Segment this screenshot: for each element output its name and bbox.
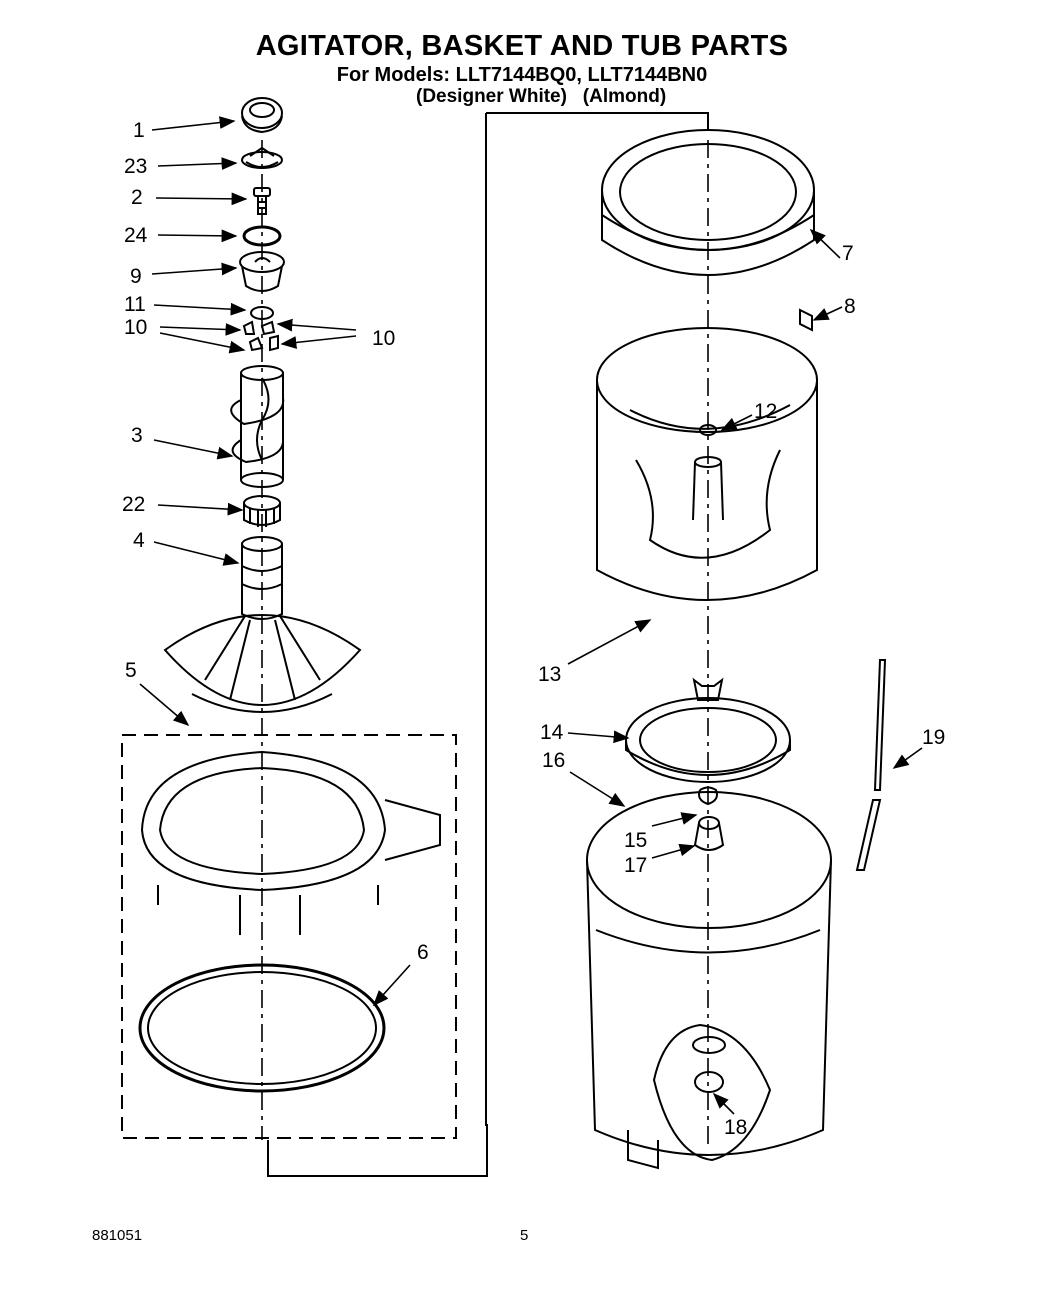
dog-icon	[242, 320, 279, 352]
kit-box	[121, 734, 457, 1139]
bolt-icon	[253, 187, 271, 215]
cam-icon	[239, 251, 285, 292]
callout-14: 14	[540, 721, 564, 744]
callout-8: 8	[844, 295, 856, 318]
spin-basket-icon	[596, 327, 818, 601]
tub-seal-icon	[138, 963, 386, 1093]
callout-22: 22	[122, 493, 146, 516]
leader-arrows	[139, 116, 923, 1115]
callout-11: 11	[124, 293, 146, 316]
callout-13: 13	[538, 663, 562, 686]
callout-7: 7	[842, 242, 854, 265]
callout-10-right: 10	[372, 327, 396, 350]
callout-6: 6	[417, 941, 429, 964]
callout-16: 16	[542, 749, 566, 772]
drain-hose-icon	[855, 659, 887, 871]
agitator-auger-icon	[230, 365, 285, 488]
callout-18: 18	[724, 1116, 748, 1139]
hub-nut-icon	[692, 677, 724, 701]
agitator-base-icon	[163, 536, 362, 713]
cap-retainer-icon	[241, 146, 283, 169]
callout-5: 5	[125, 659, 137, 682]
colors-line: (Designer White) (Almond)	[416, 86, 667, 107]
balance-ring-icon	[601, 129, 815, 276]
diagram-code: 881051	[92, 1227, 143, 1244]
callout-12: 12	[754, 400, 778, 423]
connector-lines	[267, 112, 709, 1177]
washer-ring-icon	[250, 306, 274, 320]
callout-17: 17	[624, 854, 648, 877]
bearing-icon	[693, 816, 725, 851]
callout-23: 23	[124, 155, 148, 178]
callout-19: 19	[922, 726, 946, 749]
callout-9: 9	[130, 265, 142, 288]
seal-ring-icon	[242, 225, 282, 247]
callout-10-left: 10	[124, 316, 148, 339]
tub-ring-icon	[140, 750, 441, 935]
callout-1: 1	[133, 119, 145, 142]
callout-15: 15	[624, 829, 648, 852]
page-number: 5	[520, 1227, 529, 1244]
drive-tube-icon	[625, 697, 791, 783]
callout-3: 3	[131, 424, 143, 447]
callout-2: 2	[131, 186, 143, 209]
agitator-cap-icon	[241, 97, 283, 134]
clip-icon	[799, 308, 813, 332]
models-line: For Models: LLT7144BQ0, LLT7144BN0	[336, 64, 708, 86]
diagram-title: AGITATOR, BASKET AND TUB PARTS	[255, 30, 789, 62]
drive-bell-icon	[243, 495, 281, 527]
outer-tub-icon	[586, 791, 832, 1170]
callout-4: 4	[133, 529, 145, 552]
callout-24: 24	[124, 224, 148, 247]
retaining-ring-icon	[698, 786, 718, 806]
